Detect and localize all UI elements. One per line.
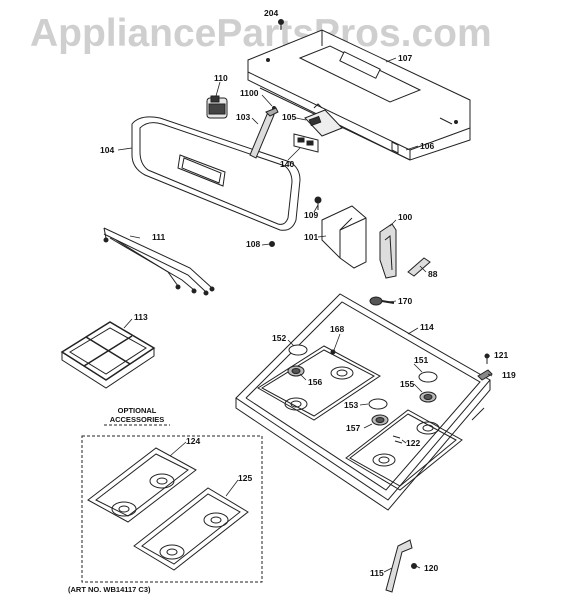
label-125: 125 (238, 473, 253, 483)
label-170: 170 (398, 296, 413, 306)
bracket-101-icon (321, 205, 367, 269)
label-105: 105 (282, 112, 297, 122)
label-100: 100 (398, 212, 413, 222)
label-204: 204 (264, 8, 279, 18)
optional-accessories-box (81, 424, 263, 583)
backsplash-panel (247, 29, 471, 161)
label-103: 103 (236, 112, 251, 122)
label-106: 106 (420, 141, 435, 151)
label-153: 153 (344, 400, 359, 410)
bracket-103-icon (249, 107, 279, 159)
label-114: 114 (420, 322, 434, 332)
label-88: 88 (428, 269, 438, 279)
label-140: 140 (280, 159, 295, 169)
burner-grate-113-icon (60, 321, 156, 389)
label-152: 152 (272, 333, 287, 343)
bracket-100-icon (379, 223, 397, 279)
screw-108-icon (269, 241, 275, 247)
label-124: 124 (186, 436, 201, 446)
label-107: 107 (398, 53, 413, 63)
screw-109-icon (314, 196, 322, 210)
bracket-119-icon (477, 369, 493, 381)
label-1100: 1100 (240, 88, 259, 98)
screw-120-icon (411, 563, 417, 569)
label-119: 119 (502, 370, 516, 380)
leader-lines (117, 20, 493, 573)
label-101: 101 (304, 232, 319, 242)
label-155: 155 (400, 379, 415, 389)
part-88-icon (407, 257, 431, 277)
label-156: 156 (308, 377, 323, 387)
screw-121-icon (484, 353, 490, 364)
plate-140-icon (293, 133, 319, 153)
optional-line-2: ACCESSORIES (109, 415, 165, 424)
label-151: 151 (414, 355, 429, 365)
label-168: 168 (330, 324, 345, 334)
optional-accessories-title: OPTIONAL ACCESSORIES (92, 406, 182, 424)
label-120: 120 (424, 563, 439, 573)
art-number: (ART NO. WB14117 C3) (68, 585, 151, 594)
switch-105-icon (304, 103, 343, 137)
label-113: 113 (134, 312, 148, 322)
label-122: 122 (406, 438, 421, 448)
wiring-harness-111 (103, 227, 215, 296)
optional-line-1: OPTIONAL (117, 406, 157, 415)
burner-heads (284, 366, 440, 467)
cooktop-114 (235, 293, 491, 511)
label-157: 157 (346, 423, 361, 433)
bracket-115-icon (385, 539, 413, 593)
screw-170-icon (369, 296, 395, 306)
label-115: 115 (370, 568, 384, 578)
label-109: 109 (304, 210, 319, 220)
label-110: 110 (214, 73, 228, 83)
label-121: 121 (494, 350, 509, 360)
label-111: 111 (152, 232, 166, 242)
label-104: 104 (100, 145, 115, 155)
label-108: 108 (246, 239, 261, 249)
control-panel-104 (131, 116, 301, 231)
